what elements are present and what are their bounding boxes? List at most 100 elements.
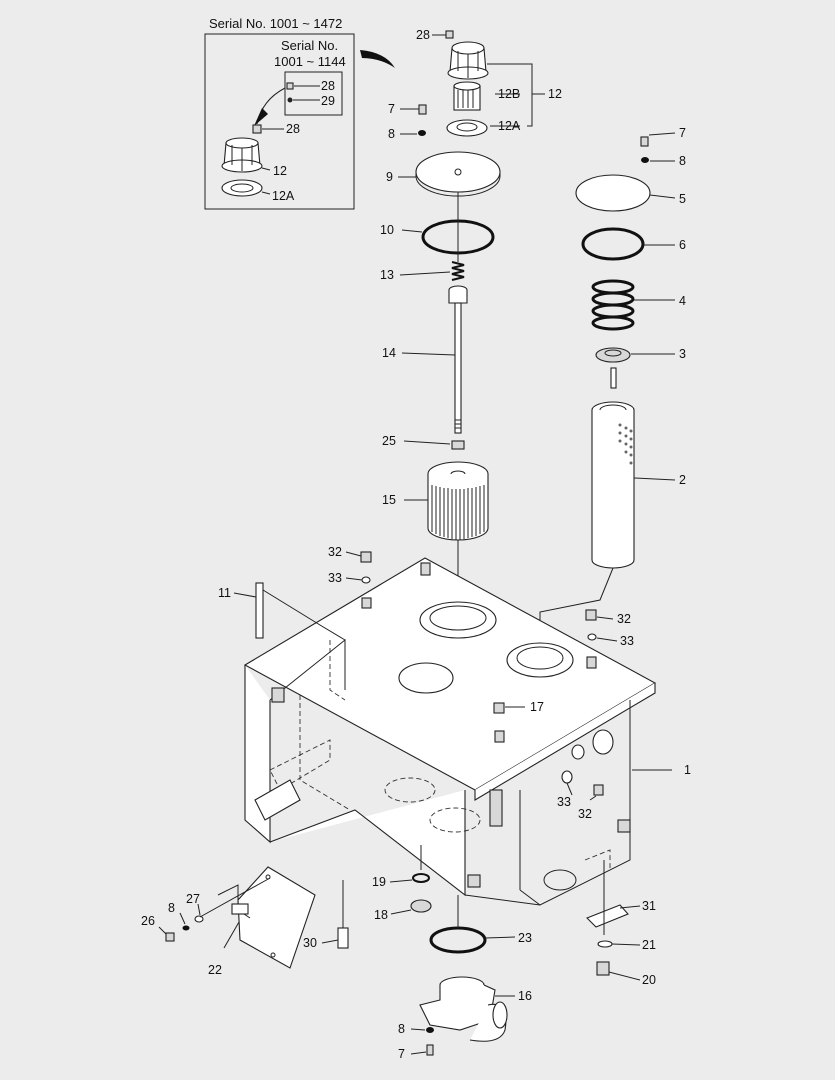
callout-12B: 12B	[498, 87, 520, 101]
callout-29: 29	[321, 94, 335, 108]
rod-14-icon	[448, 285, 468, 434]
callout-8: 8	[388, 127, 395, 141]
callout-4: 4	[679, 294, 686, 308]
washer-8b-icon	[641, 157, 649, 163]
bracket-22-icon	[237, 866, 316, 969]
callout-1: 1	[684, 763, 691, 777]
callout-15: 15	[382, 493, 396, 507]
washer-21-icon	[597, 940, 613, 948]
callout-28: 28	[286, 122, 300, 136]
inset-arrow	[360, 50, 395, 68]
plug-group	[345, 551, 672, 801]
inspection-hole	[398, 662, 454, 694]
suction-elbow-16-icon	[419, 976, 508, 1042]
callout-28: 28	[321, 79, 335, 93]
callout-32: 32	[578, 807, 592, 821]
bolt-7b-icon	[640, 136, 649, 147]
bracket-22-group	[158, 866, 349, 969]
o-ring-19-icon	[412, 873, 430, 883]
washer-33b-icon	[587, 633, 597, 641]
hydraulic-tank-1	[243, 557, 657, 906]
filter-15-icon	[427, 461, 489, 541]
adapter-12A-inset-icon	[221, 179, 263, 197]
nut-25-icon	[451, 440, 465, 450]
serial-inner-label-2: 1001 ~ 1144	[274, 54, 346, 69]
cover-plate-9-icon	[415, 151, 501, 193]
callout-8: 8	[679, 154, 686, 168]
callout-9: 9	[386, 170, 393, 184]
serial-inset: Serial No. 1001 ~ 1472 Serial No. 1001 ~…	[204, 16, 355, 210]
callout-12: 12	[273, 164, 287, 178]
serial-outer-box	[204, 33, 355, 210]
callout-10: 10	[380, 223, 394, 237]
callout-32: 32	[328, 545, 342, 559]
callout-7: 7	[388, 102, 395, 116]
callout-7: 7	[398, 1047, 405, 1061]
callout-3: 3	[679, 347, 686, 361]
right-column	[575, 132, 676, 569]
callout-28: 28	[416, 28, 430, 42]
valve-3-icon	[595, 347, 631, 363]
washer-8d-icon	[426, 1027, 434, 1033]
callout-12A: 12A	[272, 189, 295, 203]
callout-33: 33	[557, 795, 571, 809]
callout-30: 30	[303, 936, 317, 950]
callout-6: 6	[679, 238, 686, 252]
callout-33: 33	[328, 571, 342, 585]
callout-20: 20	[642, 973, 656, 987]
callout-13: 13	[380, 268, 394, 282]
callout-21: 21	[642, 938, 656, 952]
gauge-11-icon	[255, 582, 264, 639]
return-port-ring	[506, 642, 574, 678]
washer-29-icon	[287, 97, 293, 103]
serial-inner-label-1: Serial No.	[281, 38, 338, 53]
callout-8: 8	[398, 1022, 405, 1036]
callout-8: 8	[168, 901, 175, 915]
bolt-26-icon	[165, 932, 175, 942]
serial-inner-box	[284, 71, 343, 116]
callout-7: 7	[679, 126, 686, 140]
callout-17: 17	[530, 700, 544, 714]
spring-4-icon	[591, 279, 635, 331]
filter-port-ring	[419, 601, 497, 639]
bolt-7-icon	[418, 104, 427, 115]
callout-23: 23	[518, 931, 532, 945]
adapter-12A-icon	[446, 119, 488, 137]
callout-26: 26	[141, 914, 155, 928]
cover-plate-9-group	[398, 104, 501, 197]
callout-12: 12	[548, 87, 562, 101]
washer-33a-icon	[361, 576, 371, 584]
callout-33: 33	[620, 634, 634, 648]
callout-25: 25	[382, 434, 396, 448]
callout-2: 2	[679, 473, 686, 487]
bracket-31-icon	[586, 904, 629, 928]
washer-27-icon	[194, 915, 204, 923]
serial-outer-label: Serial No. 1001 ~ 1472	[209, 16, 342, 31]
filter-2-icon	[591, 401, 635, 569]
plug-32c-icon	[593, 784, 604, 796]
bolt-7c-icon	[426, 1044, 434, 1056]
washer-8-icon	[418, 130, 426, 136]
callout-12A: 12A	[498, 119, 521, 133]
spring-13-icon	[451, 261, 465, 281]
washer-8c-icon	[182, 925, 190, 931]
bolt-28-icon	[286, 82, 294, 90]
breather-assembly	[432, 30, 545, 137]
callout-32: 32	[617, 612, 631, 626]
plug-32a-icon	[360, 551, 372, 563]
callout-16: 16	[518, 989, 532, 1003]
callout-14: 14	[382, 346, 396, 360]
callout-11: 11	[218, 586, 231, 600]
bolt-28-top-icon	[445, 30, 454, 39]
bolt-28b-icon	[252, 124, 262, 134]
drain-plug-18-icon	[410, 899, 432, 913]
callout-22: 22	[208, 963, 222, 977]
plug-17-icon	[493, 702, 505, 714]
callout-labels: 28 28 29 28 12 12A 12B 12 12A 7 8 9 7 8 …	[141, 28, 691, 1061]
o-ring-6-icon	[581, 227, 645, 261]
bolt-20-icon	[596, 961, 610, 976]
callout-27: 27	[186, 892, 200, 906]
callout-31: 31	[642, 899, 656, 913]
